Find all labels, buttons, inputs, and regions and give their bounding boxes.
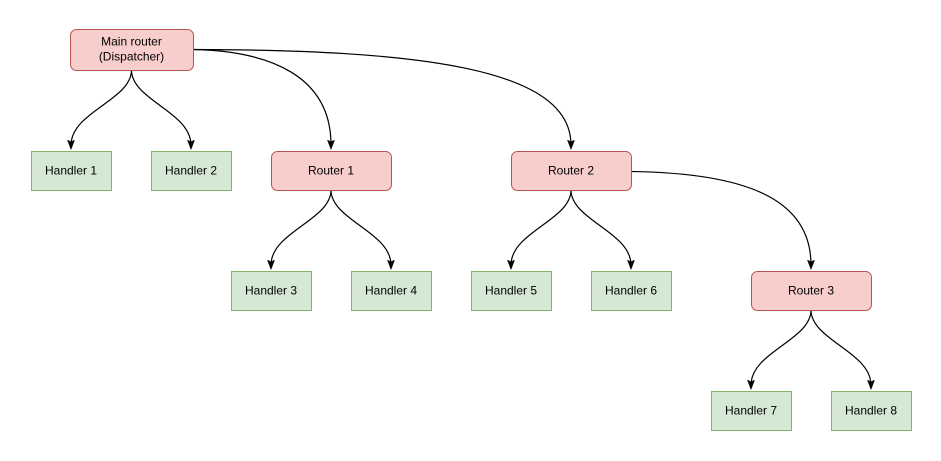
- edges-layer: [71, 48, 871, 386]
- edge-router-2-to-router-3: [630, 170, 811, 266]
- node-handler-4[interactable]: Handler 4: [351, 271, 432, 311]
- node-handler-8[interactable]: Handler 8: [831, 391, 912, 431]
- nodes-layer: Main router(Dispatcher) Handler 1 Handler …: [31, 29, 912, 431]
- node-shape-handler-8: [831, 391, 912, 431]
- edge-main-router-to-handler-2: [130, 69, 192, 145]
- node-handler-1[interactable]: Handler 1: [31, 151, 112, 191]
- node-main-router[interactable]: Main router(Dispatcher): [70, 29, 194, 71]
- node-handler-7[interactable]: Handler 7: [711, 391, 792, 431]
- edge-router-2-to-handler-5: [511, 189, 572, 265]
- node-handler-2[interactable]: Handler 2: [151, 151, 232, 191]
- edge-router-3-to-handler-7: [751, 309, 812, 385]
- node-handler-6[interactable]: Handler 6: [591, 271, 672, 311]
- edge-router-3-to-handler-8: [810, 309, 871, 385]
- node-shape-handler-7: [711, 391, 792, 431]
- edge-main-router-to-router-1: [192, 48, 331, 146]
- edge-router-1-to-handler-3: [271, 189, 332, 265]
- edge-main-router-to-router-2: [192, 48, 571, 146]
- node-shape-main-router: [70, 29, 194, 71]
- node-router-1[interactable]: Router 1: [271, 151, 392, 191]
- node-router-2[interactable]: Router 2: [511, 151, 632, 191]
- node-handler-5[interactable]: Handler 5: [471, 271, 552, 311]
- node-shape-router-1: [271, 151, 392, 191]
- node-shape-handler-2: [151, 151, 232, 191]
- node-shape-router-3: [751, 271, 872, 311]
- node-router-3[interactable]: Router 3: [751, 271, 872, 311]
- edge-router-1-to-handler-4: [330, 189, 391, 265]
- node-handler-3[interactable]: Handler 3: [231, 271, 312, 311]
- node-shape-handler-6: [591, 271, 672, 311]
- node-shape-router-2: [511, 151, 632, 191]
- node-shape-handler-3: [231, 271, 312, 311]
- edge-main-router-to-handler-1: [71, 69, 133, 145]
- edge-router-2-to-handler-6: [570, 189, 631, 265]
- node-shape-handler-1: [31, 151, 112, 191]
- node-shape-handler-4: [351, 271, 432, 311]
- node-shape-handler-5: [471, 271, 552, 311]
